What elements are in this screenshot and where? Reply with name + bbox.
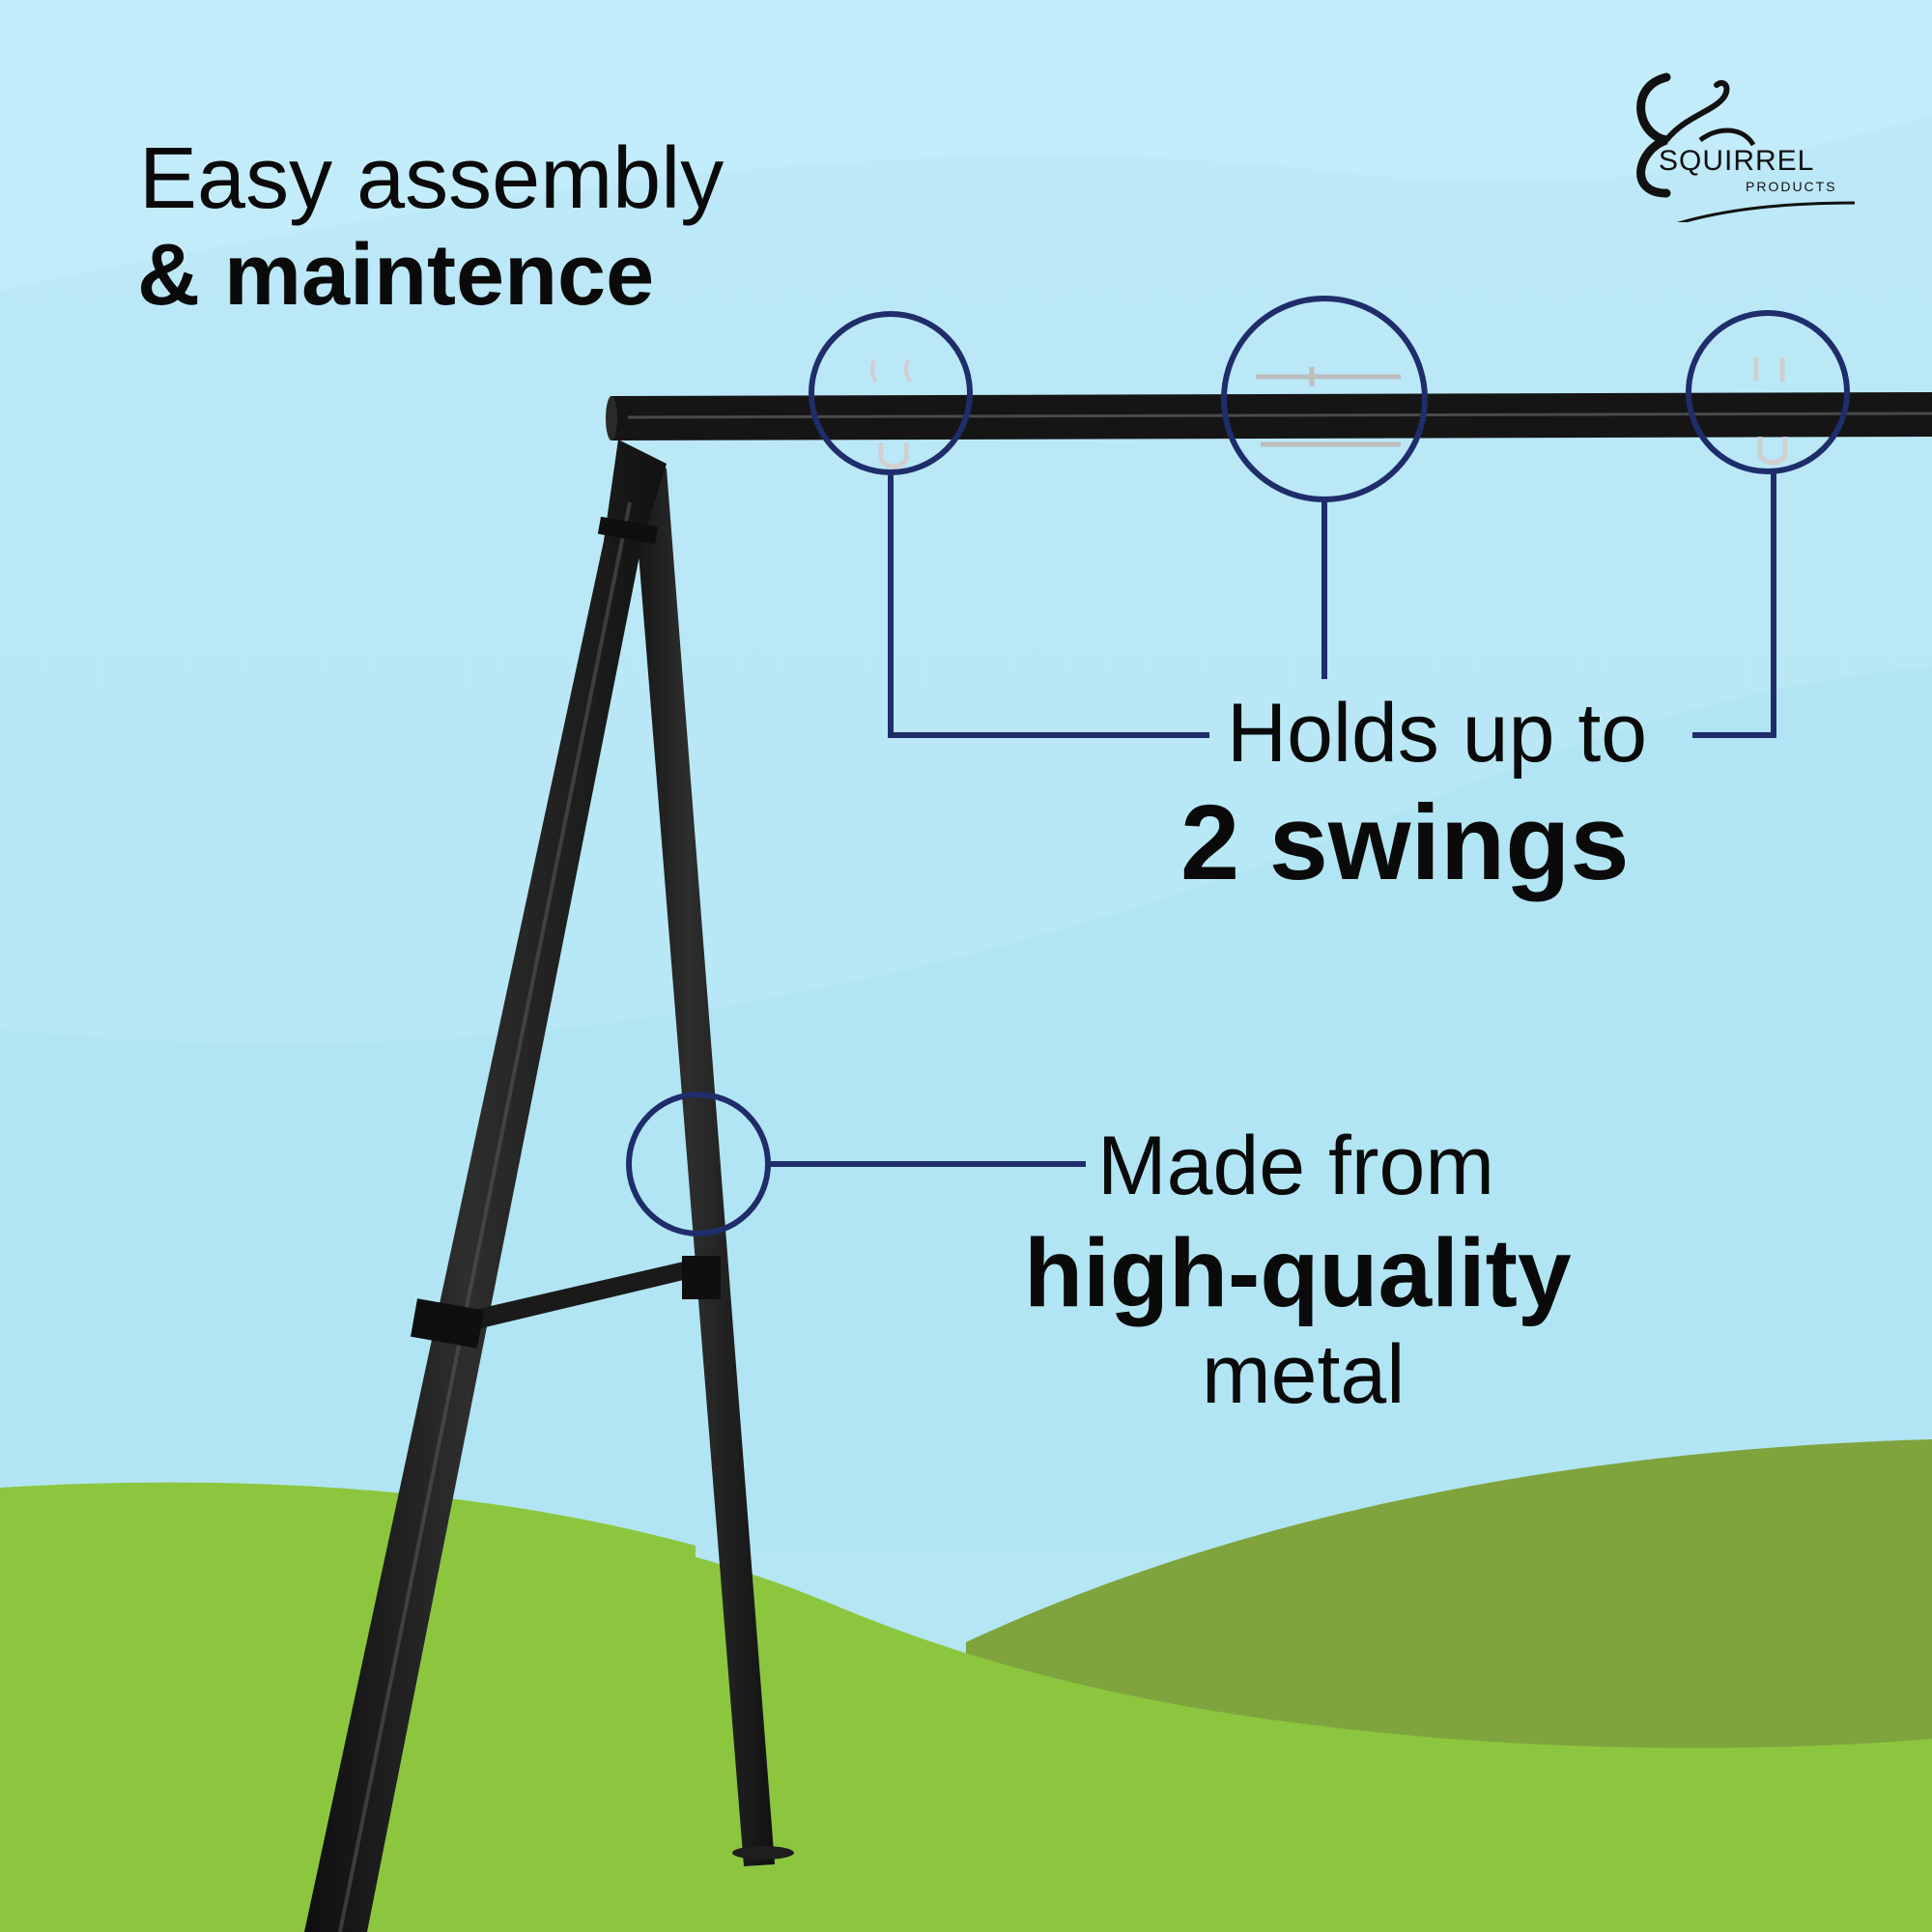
leader-line-right (1692, 469, 1776, 738)
rear-collar (682, 1256, 721, 1299)
callout-swings-line1: Holds up to (1227, 687, 1648, 780)
top-bolts-left (869, 358, 912, 384)
callout-metal-line2: high-quality (1024, 1219, 1572, 1327)
brand-tagline: PRODUCTS (1746, 179, 1837, 194)
brand-logo: SQUIRREL PRODUCTS (1608, 58, 1879, 229)
hill-front-left (0, 1482, 696, 1932)
sky-wave-upper (0, 0, 1932, 290)
headline-line2: & maintence (137, 227, 655, 324)
leader-line-left (888, 472, 1209, 738)
top-beam-highlight (627, 412, 1932, 419)
headline-line1: Easy assembly (139, 130, 724, 227)
swing-hook-left (878, 442, 909, 469)
leg-collar-upper (597, 516, 659, 545)
top-bolts-right (1753, 357, 1785, 382)
center-joint-bolts (1256, 367, 1401, 447)
callout-swings-line2: 2 swings (1180, 783, 1630, 902)
front-leg (304, 440, 667, 1932)
top-beam-cap (606, 396, 617, 440)
squirrel-icon (1636, 72, 1856, 229)
brand-name: SQUIRREL (1659, 145, 1815, 177)
callout-metal-line3: metal (1202, 1328, 1406, 1421)
swing-hook-right (1757, 437, 1788, 466)
callout-metal-line1: Made from (1097, 1120, 1495, 1212)
foot-plate (732, 1846, 794, 1860)
cross-brace (478, 1261, 692, 1328)
rear-leg (618, 440, 775, 1866)
front-leg-shine (338, 501, 632, 1932)
leg-collar-lower (411, 1298, 484, 1349)
